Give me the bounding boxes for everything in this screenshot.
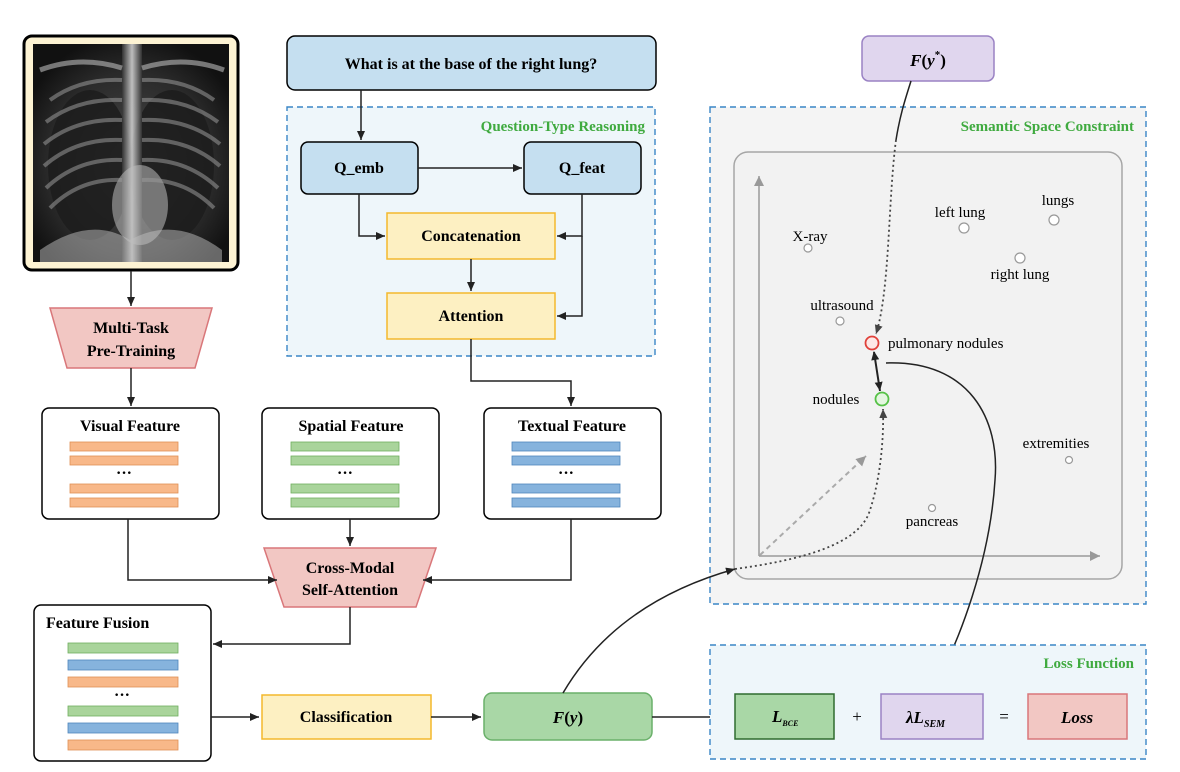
loss-result-box	[1027, 693, 1128, 740]
multi-task-pretraining-block: Multi-Task Pre-Training	[49, 307, 213, 369]
spatial-feature-bar	[290, 483, 400, 494]
textual-feature-bar	[511, 441, 621, 452]
plus-sign: +	[852, 707, 862, 726]
fusion-bar	[67, 705, 179, 717]
spatial-feature-ellipsis: ···	[337, 465, 353, 482]
cross-modal-self-attention-block: Cross-Modal Self-Attention	[262, 547, 438, 608]
visual-feature-title: Visual Feature	[80, 418, 180, 435]
term-xray: X-ray	[793, 229, 828, 245]
term-left-lung: left lung	[935, 205, 986, 221]
semantic-space-section: Semantic Space Constraint X-ray left lun…	[709, 106, 1147, 605]
classification-block: Classification	[261, 694, 432, 740]
spatial-feature-title: Spatial Feature	[298, 418, 403, 435]
spatial-feature-bar	[290, 497, 400, 508]
question-type-reasoning-section: Question-Type Reasoning Q_emb Q_feat Con…	[286, 90, 656, 357]
concatenation-label: Concatenation	[421, 228, 521, 245]
term-node-pulmonary-nodules	[864, 335, 880, 351]
term-right-lung: right lung	[991, 267, 1050, 283]
feature-fusion-title: Feature Fusion	[46, 615, 149, 632]
visual-feature-bar	[69, 441, 179, 452]
attention-label: Attention	[439, 308, 504, 325]
semantic-title: Semantic Space Constraint	[961, 119, 1134, 135]
term-node-nodules	[874, 391, 890, 407]
fusion-bar	[67, 722, 179, 734]
fusion-bar	[67, 642, 179, 654]
l-sem-text: λLSEM	[905, 708, 946, 730]
fusion-bar	[67, 659, 179, 671]
term-node	[1014, 252, 1026, 264]
l-bce-text: LBCE	[771, 707, 798, 728]
feature-fusion-ellipsis: ···	[114, 687, 130, 704]
distance-arrow	[871, 351, 883, 392]
attention-box	[386, 292, 556, 340]
sem-loss-connector	[885, 362, 997, 691]
fy-block: F(y)	[483, 692, 653, 741]
term-node	[1064, 455, 1074, 465]
l-sem-box	[880, 693, 984, 740]
qtr-title: Question-Type Reasoning	[481, 119, 646, 135]
q-feat-label: Q_feat	[559, 160, 606, 177]
fusion-bar	[67, 676, 179, 688]
textual-feature-bar	[511, 483, 621, 494]
term-node	[958, 222, 970, 234]
fusion-bar	[67, 739, 179, 751]
concatenation-box	[386, 212, 556, 260]
loss-function-section: Loss Function LBCE + λLSEM = Loss	[709, 644, 1147, 760]
visual-feature-bar	[69, 497, 179, 508]
textual-feature-bar	[511, 455, 621, 466]
loss-result-text: Loss	[1060, 708, 1094, 727]
question-box: What is at the base of the right lung?	[286, 35, 657, 91]
equals-sign: =	[999, 707, 1009, 726]
textual-feature-block: Textual Feature ···	[483, 407, 662, 520]
spatial-feature-bar	[290, 455, 400, 466]
term-pulmonary-nodules: pulmonary nodules	[888, 336, 1004, 352]
term-lungs: lungs	[1042, 193, 1075, 209]
classification-label: Classification	[300, 709, 393, 726]
cross-modal-line1: Cross-Modal	[306, 560, 395, 577]
term-extremities: extremities	[1023, 436, 1090, 452]
spatial-feature-bar	[290, 441, 400, 452]
pretraining-line2: Pre-Training	[87, 343, 175, 360]
fy-connector	[562, 567, 736, 694]
fy-star-projection	[874, 139, 897, 335]
term-node	[1048, 214, 1060, 226]
spatial-feature-block: Spatial Feature ···	[261, 407, 440, 520]
fy-text: F(y)	[552, 708, 583, 727]
term-nodules: nodules	[813, 392, 860, 408]
q-emb-label: Q_emb	[334, 160, 384, 177]
visual-feature-bar	[69, 455, 179, 466]
textual-feature-ellipsis: ···	[558, 465, 574, 482]
fy-star-text: F(y*)	[909, 49, 946, 70]
cross-modal-line2: Self-Attention	[302, 582, 398, 599]
visual-feature-block: Visual Feature ···	[41, 407, 220, 520]
term-node	[803, 243, 813, 253]
visual-feature-bar	[69, 483, 179, 494]
xray-image	[22, 34, 240, 272]
question-text: What is at the base of the right lung?	[345, 56, 597, 73]
term-node	[835, 316, 845, 326]
feature-fusion-block: Feature Fusion ···	[33, 604, 212, 762]
textual-feature-bar	[511, 497, 621, 508]
fy-star-connector	[895, 80, 912, 141]
l-bce-box	[734, 693, 835, 740]
loss-title: Loss Function	[1044, 656, 1135, 672]
term-pancreas: pancreas	[906, 514, 959, 530]
embedding-vector	[759, 455, 867, 556]
textual-feature-title: Textual Feature	[518, 418, 626, 435]
term-node	[927, 503, 937, 513]
pretraining-line1: Multi-Task	[93, 320, 169, 337]
visual-feature-ellipsis: ···	[116, 465, 132, 482]
fy-star-block: F(y*)	[861, 35, 995, 82]
term-ultrasound: ultrasound	[810, 298, 874, 314]
